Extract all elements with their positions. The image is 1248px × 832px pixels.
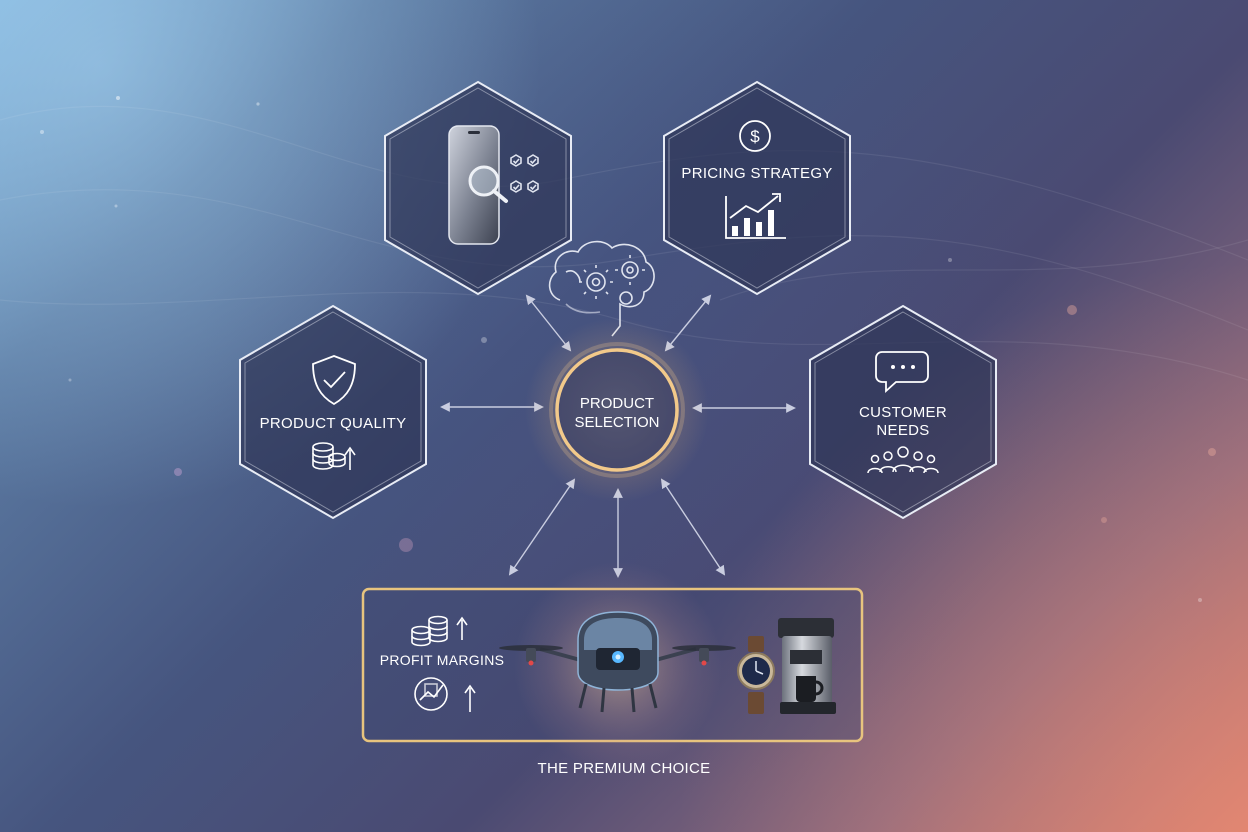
hex-node-product-quality[interactable] (239, 304, 427, 520)
profit-coins-icon (411, 615, 468, 647)
dollar-icon: $ (739, 120, 771, 152)
center-node-product-selection[interactable] (525, 318, 709, 502)
hex-node-pricing-strategy[interactable]: $ (663, 80, 851, 296)
premium-choice-caption: THE PREMIUM CHOICE (537, 760, 711, 777)
hex-node-customer-needs[interactable] (809, 304, 997, 520)
shield-check-icon (312, 355, 356, 406)
profit-margins-label: PROFIT MARGINS (379, 652, 505, 668)
svg-text:$: $ (750, 127, 760, 146)
chat-bubble-icon (875, 351, 929, 394)
brain-gears-icon (548, 240, 655, 337)
center-label: PRODUCT SELECTION (557, 394, 677, 432)
coin-stack-icon (312, 442, 356, 470)
center-label-line1: PRODUCT (579, 395, 655, 412)
watch-icon (737, 636, 775, 714)
profit-growth-icon (414, 677, 476, 712)
background-particles (40, 96, 1216, 602)
product-quality-label: PRODUCT QUALITY (259, 415, 407, 432)
coffee-machine-icon (778, 618, 836, 714)
phone-search-icon (448, 125, 508, 245)
growth-chart-icon (725, 193, 786, 239)
people-group-icon (867, 446, 939, 474)
pricing-strategy-label: PRICING STRATEGY (681, 165, 833, 182)
customer-needs-label-line1: CUSTOMER (859, 404, 947, 421)
checklist-icon (510, 154, 539, 193)
customer-needs-label-line2: NEEDS (876, 422, 930, 439)
center-label-line2: SELECTION (574, 414, 660, 431)
drone-icon (499, 611, 736, 713)
hex-node-product-inspection[interactable] (384, 80, 572, 296)
